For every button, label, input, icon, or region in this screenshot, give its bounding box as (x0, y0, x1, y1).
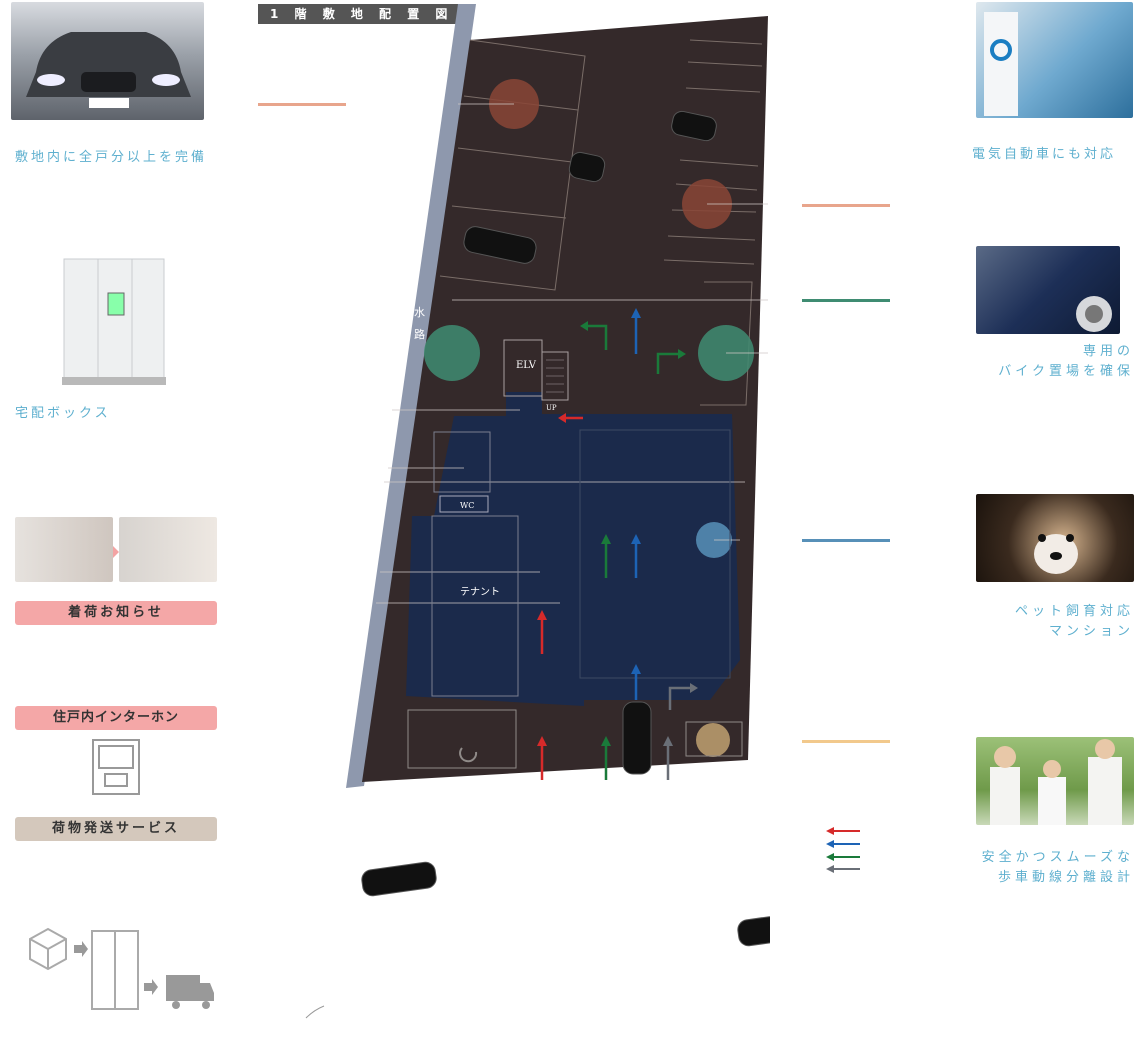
flow-arrowheads (537, 308, 698, 746)
flow-legend (826, 827, 860, 873)
legend-line-tan (802, 740, 890, 743)
bike-photo (976, 246, 1120, 334)
room-outline (433, 431, 491, 493)
shipping-service-label: 荷物発送サービス (15, 817, 217, 841)
waterway-label-2: 路 (414, 328, 425, 341)
arrival-notice-label: 着荷お知らせ (15, 601, 217, 625)
parked-car (671, 110, 717, 142)
legend-line-salmon (802, 204, 890, 207)
car-icon (26, 32, 191, 108)
bike-parking-spot (424, 325, 480, 381)
ev-charger-icon (984, 12, 1018, 116)
up-label: UP (546, 404, 557, 412)
legend-line-blue (802, 539, 890, 542)
delivery-photo-1 (15, 517, 113, 582)
wheelchair-icon (459, 747, 478, 763)
ev-photo (976, 2, 1133, 118)
intercom-icon (92, 739, 140, 795)
elv-label: ELV (516, 360, 537, 371)
intercom-label: 住戸内インターホン (15, 706, 217, 730)
pet-photo (976, 494, 1134, 582)
legend-line-green (802, 299, 890, 302)
bike-caption: 専用の バイク置場を確保 (960, 342, 1134, 382)
safe-flow-line1: 安全かつスムーズな (981, 850, 1134, 865)
lobby-area (579, 429, 731, 679)
pet-caption-line2: マンション (1048, 624, 1134, 639)
shipping-flow-icon (29, 927, 214, 1010)
ev-caption: 電気自動車にも対応 (972, 147, 1117, 162)
waterway-label-1: 水 (414, 306, 425, 319)
arrow-right-icon (113, 546, 119, 558)
street-car-2 (737, 911, 770, 947)
safe-flow-caption: 安全かつスムーズな 歩車動線分離設計 (940, 848, 1134, 888)
tenant-room (431, 515, 519, 697)
bike-caption-line2: バイク置場を確保 (998, 364, 1134, 379)
wc-room (439, 495, 489, 513)
pet-caption: ペット飼育対応 マンション (960, 602, 1134, 642)
safe-flow-line2: 歩車動線分離設計 (997, 870, 1134, 885)
pedestrian-spot (696, 723, 730, 757)
locker-icon (62, 258, 166, 385)
parked-car-3 (463, 226, 537, 264)
waterway-strip (346, 4, 476, 788)
car-photo (11, 2, 204, 120)
tenant-label: テナント (460, 586, 500, 598)
dog-icon (1034, 534, 1078, 574)
site-plan: ELV UP WC テナント 水 路 (305, 4, 770, 1019)
parking-caption: 敷地内に全戸分以上を完備 (15, 150, 208, 165)
building-footprint (406, 392, 740, 706)
legend-line-salmon-left (258, 103, 346, 106)
wc-label: WC (460, 501, 474, 510)
parked-car-2 (568, 151, 606, 183)
stairs (541, 351, 569, 401)
bike-caption-line1: 専用の (1082, 344, 1134, 359)
accessible-parking (407, 709, 517, 769)
delivery-photo-2 (119, 517, 217, 582)
plan-title: 1 階 敷 地 配 置 図 (258, 4, 458, 24)
pet-caption-line1: ペット飼育対応 (1014, 604, 1134, 619)
family-photo (976, 737, 1134, 825)
delivery-box-caption: 宅配ボックス (15, 406, 111, 421)
pedestrian-entrance (685, 721, 743, 757)
street-car (361, 861, 437, 897)
scale-mark (305, 1005, 325, 1019)
scooter-icon (1076, 296, 1112, 332)
entering-car (622, 701, 652, 775)
family-icon (990, 739, 1122, 825)
delivery-box-photo (62, 257, 168, 387)
